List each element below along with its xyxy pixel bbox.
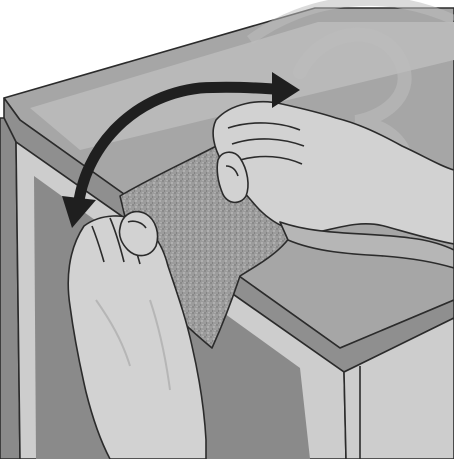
illustration [0,0,454,459]
sanding-illustration [0,0,454,459]
